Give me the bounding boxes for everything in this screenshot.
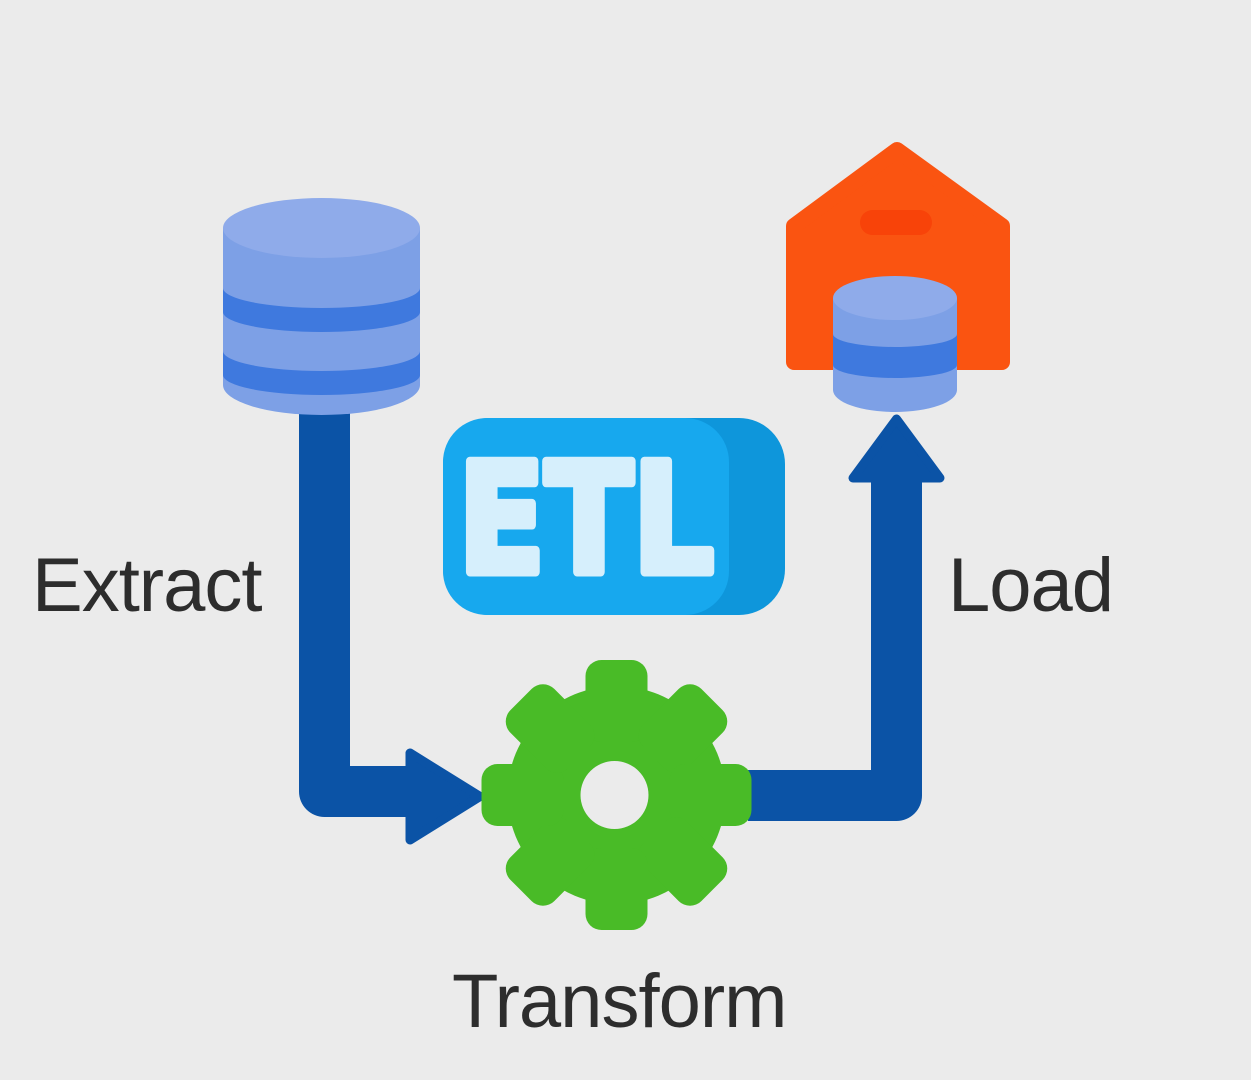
warehouse-vent [860,210,932,235]
load-flow-arrow [748,414,945,821]
warehouse-database-icon [833,276,957,412]
label-transform: Transform [452,959,787,1044]
etl-badge: ETL [443,418,785,615]
gear-center-hole [580,761,649,829]
extract-arrowhead-icon [405,748,485,845]
gear-icon [481,660,752,930]
label-load: Load [948,543,1114,628]
source-database-icon [223,198,420,416]
label-extract: Extract [32,543,262,628]
extract-flow-arrow [299,398,485,845]
load-arrowhead-icon [848,414,945,483]
etl-badge-label: ETL [458,431,714,608]
